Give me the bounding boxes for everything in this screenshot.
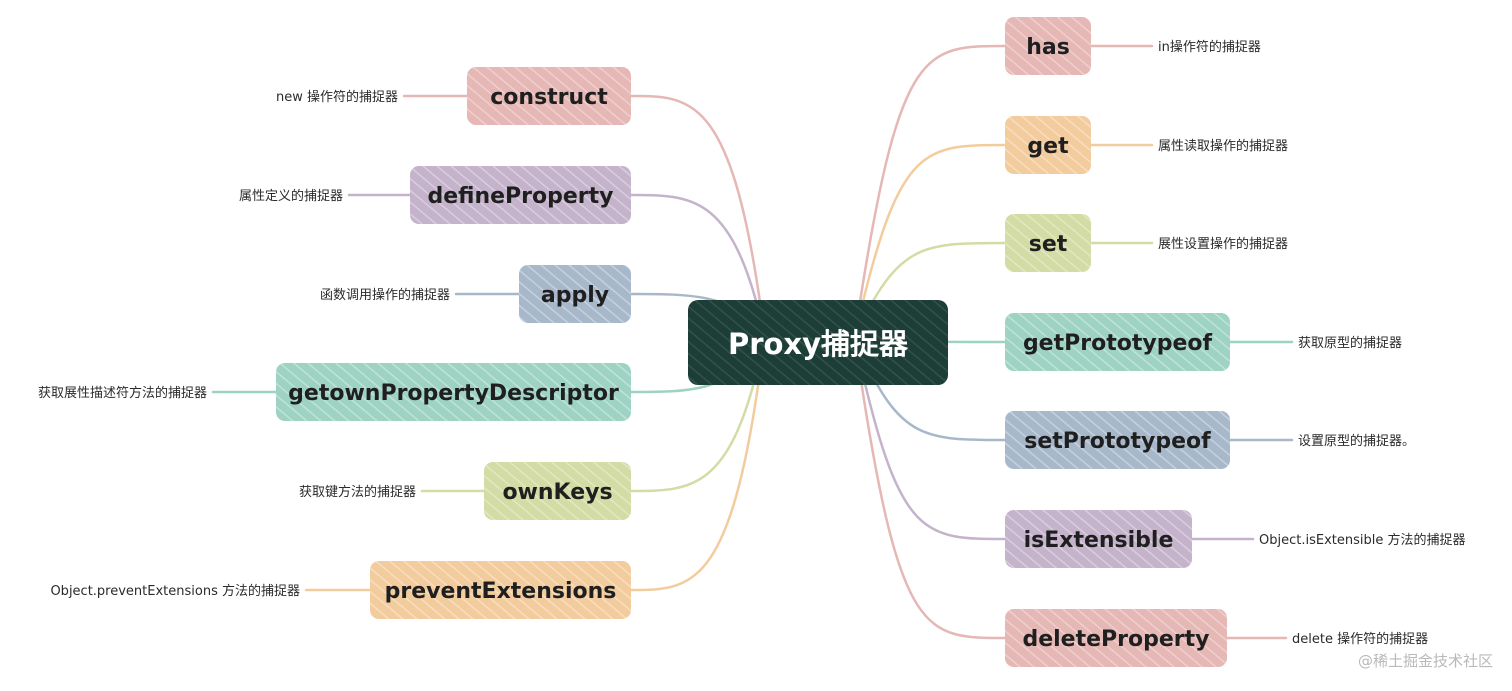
center-node-hatch — [688, 300, 948, 385]
node-box-hatch — [467, 67, 631, 125]
left-node-3: getownPropertyDescriptor — [276, 363, 631, 421]
node-box-hatch — [519, 265, 631, 323]
node-label: ownKeys — [502, 480, 612, 505]
node-box-hatch — [276, 363, 631, 421]
left-node-4: ownKeys — [484, 462, 631, 520]
node-label: get — [1027, 134, 1069, 159]
left-node-1: defineProperty — [410, 166, 631, 224]
right-description-4: 设置原型的捕捉器。 — [1298, 433, 1415, 449]
node-label: deleteProperty — [1022, 627, 1209, 652]
node-box-hatch — [1005, 609, 1227, 667]
left-node-0: construct — [467, 67, 631, 125]
node-label: set — [1029, 232, 1068, 257]
node-box-hatch — [1005, 313, 1230, 371]
node-box-hatch — [410, 166, 631, 224]
left-description-2: 函数调用操作的捕捉器 — [320, 287, 450, 303]
center-node: Proxy捕捉器 — [688, 300, 948, 385]
node-label: getownPropertyDescriptor — [288, 381, 619, 406]
left-description-5: Object.preventExtensions 方法的捕捉器 — [50, 583, 300, 599]
center-node-label: Proxy捕捉器 — [728, 327, 909, 361]
node-label: construct — [490, 85, 608, 110]
right-description-6: delete 操作符的捕捉器 — [1292, 631, 1428, 647]
right-node-4: setPrototypeof — [1005, 411, 1230, 469]
node-label: defineProperty — [427, 184, 613, 209]
left-connector-5 — [629, 370, 762, 592]
right-node-5: isExtensible — [1005, 510, 1192, 568]
connectors — [211, 44, 1294, 640]
right-description-0: in操作符的捕捉器 — [1158, 39, 1261, 55]
right-node-0: has — [1005, 17, 1091, 75]
node-box-hatch — [1005, 17, 1091, 75]
right-node-1: get — [1005, 116, 1091, 174]
right-connector-6 — [858, 372, 1007, 640]
right-description-1: 属性读取操作的捕捉器 — [1158, 138, 1288, 154]
node-box-hatch — [484, 462, 631, 520]
nodes: construct new 操作符的捕捉器 defineProperty 属性定义的捕… — [38, 17, 1465, 667]
right-connector-2 — [858, 241, 1007, 328]
right-description-5: Object.isExtensible 方法的捕捉器 — [1259, 532, 1465, 548]
left-description-4: 获取键方法的捕捉器 — [299, 484, 416, 500]
left-description-1: 属性定义的捕捉器 — [239, 188, 343, 204]
node-box-hatch — [1005, 214, 1091, 272]
node-box-hatch — [1005, 411, 1230, 469]
right-connector-5 — [858, 360, 1007, 541]
left-connector-1 — [629, 193, 762, 318]
right-connector-0 — [858, 44, 1007, 304]
left-description-0: new 操作符的捕捉器 — [276, 89, 398, 105]
left-connector-0 — [629, 94, 762, 304]
watermark: @稀土掘金技术社区 — [1358, 652, 1493, 670]
node-label: has — [1026, 35, 1070, 60]
right-description-2: 展性设置操作的捕捉器 — [1158, 236, 1288, 252]
left-node-5: preventExtensions — [370, 561, 631, 619]
left-node-2: apply — [519, 265, 631, 323]
right-node-2: set — [1005, 214, 1091, 272]
node-box-hatch — [370, 561, 631, 619]
right-description-3: 获取原型的捕捉器 — [1298, 335, 1402, 351]
node-label: getPrototypeof — [1023, 331, 1213, 356]
node-box-hatch — [1005, 116, 1091, 174]
node-box-hatch — [1005, 510, 1192, 568]
left-description-3: 获取展性描述符方法的捕捉器 — [38, 385, 207, 401]
right-node-3: getPrototypeof — [1005, 313, 1230, 371]
left-connector-4 — [629, 356, 762, 493]
right-connector-1 — [858, 143, 1007, 316]
node-label: apply — [541, 283, 609, 308]
node-label: isExtensible — [1024, 528, 1174, 553]
node-label: preventExtensions — [385, 579, 617, 604]
node-label: setPrototypeof — [1024, 429, 1211, 454]
right-node-6: deleteProperty — [1005, 609, 1227, 667]
